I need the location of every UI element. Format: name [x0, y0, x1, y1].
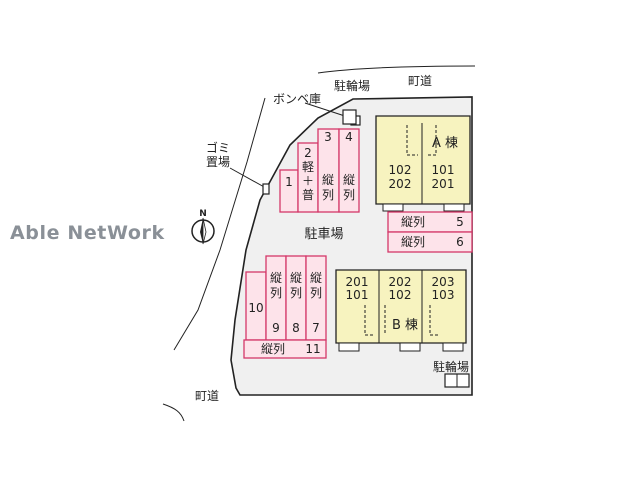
parking-no-8: 8: [292, 321, 300, 335]
parking-no-5: 5: [456, 215, 464, 229]
bicycle-parking-top-box: [342, 109, 357, 125]
parking-no-10: 10: [248, 301, 263, 315]
compass-north-label: N: [199, 209, 207, 219]
parking-space-11: [243, 339, 327, 359]
building-b: [335, 269, 467, 352]
bicycle-parking-top-label: 駐輪場: [334, 78, 370, 93]
parking-type-4: 縦列: [343, 173, 355, 202]
building-a-unit-102: 102: [389, 163, 412, 177]
parking-group-right: [387, 211, 473, 253]
parking-group-top: [279, 128, 360, 213]
parking-type-6: 縦列: [401, 235, 425, 249]
parking-type-9: 縦列: [270, 271, 282, 300]
parking-no-9: 9: [272, 321, 280, 335]
parking-no-3: 3: [324, 130, 332, 144]
parking-space-4: [338, 128, 360, 213]
parking-type-7: 縦列: [310, 271, 322, 300]
compass: N: [191, 209, 215, 245]
road-edge-bottom: [162, 403, 185, 422]
parking-type-11: 縦列: [261, 342, 285, 356]
building-b-unit-102: 102: [389, 288, 412, 302]
garbage-label-line1: ゴミ: [206, 140, 230, 155]
building-b-unit-203: 203: [432, 275, 455, 289]
parking-group-lower: [243, 255, 327, 359]
garbage-box: [262, 183, 270, 195]
parking-no-6: 6: [456, 235, 464, 249]
parking-space-6: [387, 231, 473, 253]
road-edge-top: [317, 65, 476, 74]
watermark-logo: Able NetWork: [10, 222, 165, 244]
parking-no-2: 2: [304, 146, 312, 160]
building-b-name: B 棟: [392, 318, 418, 333]
building-b-unit-103: 103: [432, 288, 455, 302]
road-edge-left: [173, 97, 266, 351]
bicycle-parking-bottom-label: 駐輪場: [433, 359, 469, 374]
parking-type-3: 縦列: [322, 173, 334, 202]
building-b-unit-101: 101: [346, 288, 369, 302]
parking-no-1: 1: [285, 175, 293, 189]
building-a-unit-202: 202: [389, 177, 412, 191]
building-a-name: A 棟: [432, 136, 458, 151]
parking-type-8: 縦列: [290, 271, 302, 300]
leader-line-garbage: [229, 167, 267, 189]
parking-type-2: 軽＋普: [302, 160, 314, 202]
building-a-unit-201: 201: [432, 177, 455, 191]
building-a: [375, 115, 471, 212]
parking-lot-label: 駐車場: [304, 227, 343, 242]
building-a-unit-101: 101: [432, 163, 455, 177]
building-b-unit-202: 202: [389, 275, 412, 289]
parking-no-4: 4: [345, 130, 353, 144]
parking-type-5: 縦列: [401, 215, 425, 229]
road-label-top: 町道: [408, 74, 432, 88]
parking-no-11: 11: [305, 342, 320, 356]
building-b-unit-201: 201: [346, 275, 369, 289]
garbage-label-line2: 置場: [206, 155, 230, 169]
parking-no-7: 7: [312, 321, 320, 335]
gas-storage-label: ボンベ庫: [273, 92, 321, 106]
road-label-bottom: 町道: [195, 389, 219, 403]
